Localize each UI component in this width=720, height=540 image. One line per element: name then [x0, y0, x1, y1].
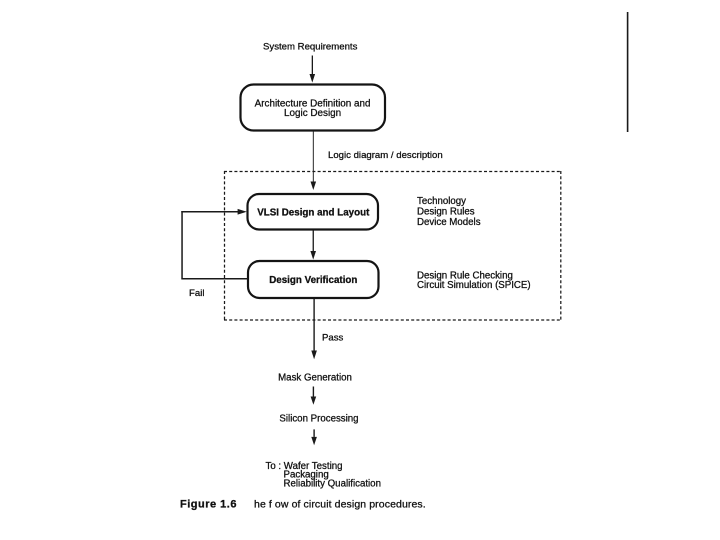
svg-text:Silicon Processing: Silicon Processing: [279, 413, 358, 424]
svg-text:Technology: Technology: [417, 196, 466, 207]
svg-text:VLSI Design and Layout: VLSI Design and Layout: [257, 208, 370, 219]
svg-text:To : Wafer Testing: To : Wafer Testing: [266, 461, 343, 472]
svg-text:System Requirements: System Requirements: [263, 42, 358, 53]
svg-text:Fail: Fail: [189, 288, 204, 299]
svg-text:Architecture Definition and: Architecture Definition and: [255, 99, 371, 110]
svg-text:Reliability Qualification: Reliability Qualification: [284, 479, 381, 490]
svg-text:Circuit Simulation (SPICE): Circuit Simulation (SPICE): [417, 280, 531, 291]
svg-text:Design Rules: Design Rules: [417, 207, 475, 218]
svg-text:Logic Design: Logic Design: [284, 108, 341, 119]
svg-text:Packaging: Packaging: [284, 470, 329, 481]
svg-text:Pass: Pass: [322, 332, 344, 343]
svg-text:Mask Generation: Mask Generation: [278, 372, 352, 383]
svg-text:Logic diagram / description: Logic diagram / description: [328, 150, 443, 161]
svg-text:Design Rule Checking: Design Rule Checking: [417, 270, 513, 281]
svg-text:he f ow of circuit design proc: he f ow of circuit design procedures.: [254, 499, 426, 511]
svg-text:Figure 1.6: Figure 1.6: [180, 499, 237, 511]
svg-text:Device Models: Device Models: [417, 217, 481, 228]
svg-text:Design Verification: Design Verification: [269, 275, 357, 286]
